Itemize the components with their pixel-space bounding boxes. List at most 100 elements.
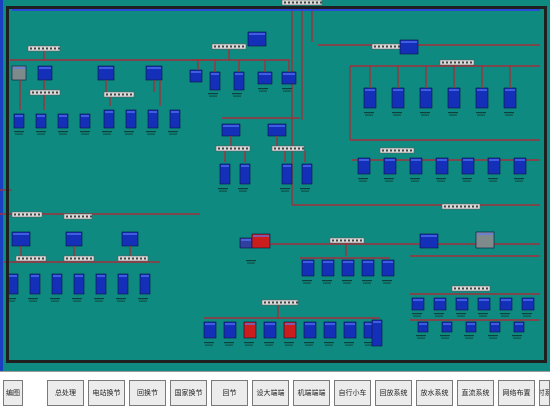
server-highlight [221,165,229,167]
switch-port [30,213,32,216]
switch-port [378,45,380,48]
switch-port [452,205,454,208]
server-highlight [99,67,113,69]
switch-port [444,205,446,208]
toolbar-button-8[interactable]: 自行小车 [334,380,371,406]
server-highlight [477,89,487,91]
node-caption-mark [515,180,523,182]
switch-port [124,257,126,260]
node-caption-mark [501,315,509,317]
switch-port [320,1,322,4]
server-highlight [171,111,179,113]
node-caption-mark [342,280,352,282]
server-icon [281,163,293,185]
server-highlight [13,233,29,235]
server-highlight [205,323,215,325]
server-highlight [269,125,285,127]
toolbar-button-6[interactable]: 设大端端 [252,380,289,406]
switch-port [340,239,342,242]
diagram-frame [6,6,547,363]
node-caption-mark [392,112,402,114]
switch-port [30,257,32,260]
switch-port [26,257,28,260]
toolbar-button-4[interactable]: 国家换节 [170,380,207,406]
node-caption-mark [411,180,419,182]
switch-port [218,45,220,48]
node-caption-mark [218,188,228,190]
toolbar-button-12[interactable]: 网络布置 [498,380,535,406]
switch-port [78,257,80,260]
server-highlight [67,233,81,235]
node-caption-mark [219,190,227,192]
switch-port [120,257,122,260]
server-highlight [259,73,271,75]
server-icon [125,109,137,129]
node-caption-mark [258,88,268,90]
switch-port [276,301,278,304]
toolbar-button-13[interactable]: 主时系统 [539,380,550,406]
switch-port [394,45,396,48]
switch-port [458,61,460,64]
server-highlight [467,323,475,325]
switch-port [470,61,472,64]
node-caption-mark [264,342,274,344]
switch-port [106,93,108,96]
node-caption-mark [344,342,354,344]
node-caption-mark [283,90,291,92]
server-highlight [37,115,45,117]
server-icon [239,163,251,185]
switch-port [86,215,88,218]
toolbar-button-5[interactable]: 回节 [211,380,248,406]
switch-port [90,215,92,218]
switch-port [36,91,38,94]
switch-port [360,239,362,242]
switch-port [458,287,460,290]
switch-port [390,45,392,48]
switch-port [74,215,76,218]
toolbar-button-11[interactable]: 直流系统 [457,380,494,406]
toolbar-button-10[interactable]: 放水系统 [416,380,453,406]
node-caption-mark [6,298,16,300]
switch-port [238,147,240,150]
switch-port [454,61,456,64]
switch-port [222,45,224,48]
navigation-toolbar: 编图 总处理 电站换节 回换节 国家换节 回节 设大端端 机端端端 自行小车 回… [0,371,550,413]
switch-port [280,301,282,304]
toolbar-button-9[interactable]: 回放系统 [375,380,412,406]
switch-port [304,1,306,4]
switch-port [222,147,224,150]
toolbar-button-0[interactable]: 编图 [3,380,23,406]
node-caption-mark [138,298,148,300]
node-caption-mark [302,280,312,282]
switch-port [82,257,84,260]
node-caption-mark [362,280,372,282]
toolbar-button-2[interactable]: 电站换节 [88,380,125,406]
server-highlight [13,67,25,69]
node-caption-mark [81,133,89,135]
server-highlight [323,261,333,263]
switch-port [284,1,286,4]
server-icon [79,113,91,129]
toolbar-button-3[interactable]: 回换节 [129,380,166,406]
node-caption-mark [282,88,292,90]
node-caption-mark [434,313,444,315]
switch-port [264,301,266,304]
toolbar-button-7[interactable]: 机端端端 [293,380,330,406]
switch-port [348,239,350,242]
switch-port [474,287,476,290]
switch-port [296,1,298,4]
switch-port [66,215,68,218]
server-icon [465,321,477,333]
server-highlight [15,115,23,117]
node-caption-mark [505,114,513,116]
toolbar-button-1[interactable]: 总处理 [47,380,84,406]
node-caption-mark [14,131,24,133]
server-highlight [515,159,525,161]
switch-port [246,147,248,150]
switch-port [390,149,392,152]
node-caption-mark [504,112,514,114]
server-icon [243,321,257,339]
switch-port [462,287,464,290]
switch-port [136,257,138,260]
node-caption-mark [29,300,37,302]
